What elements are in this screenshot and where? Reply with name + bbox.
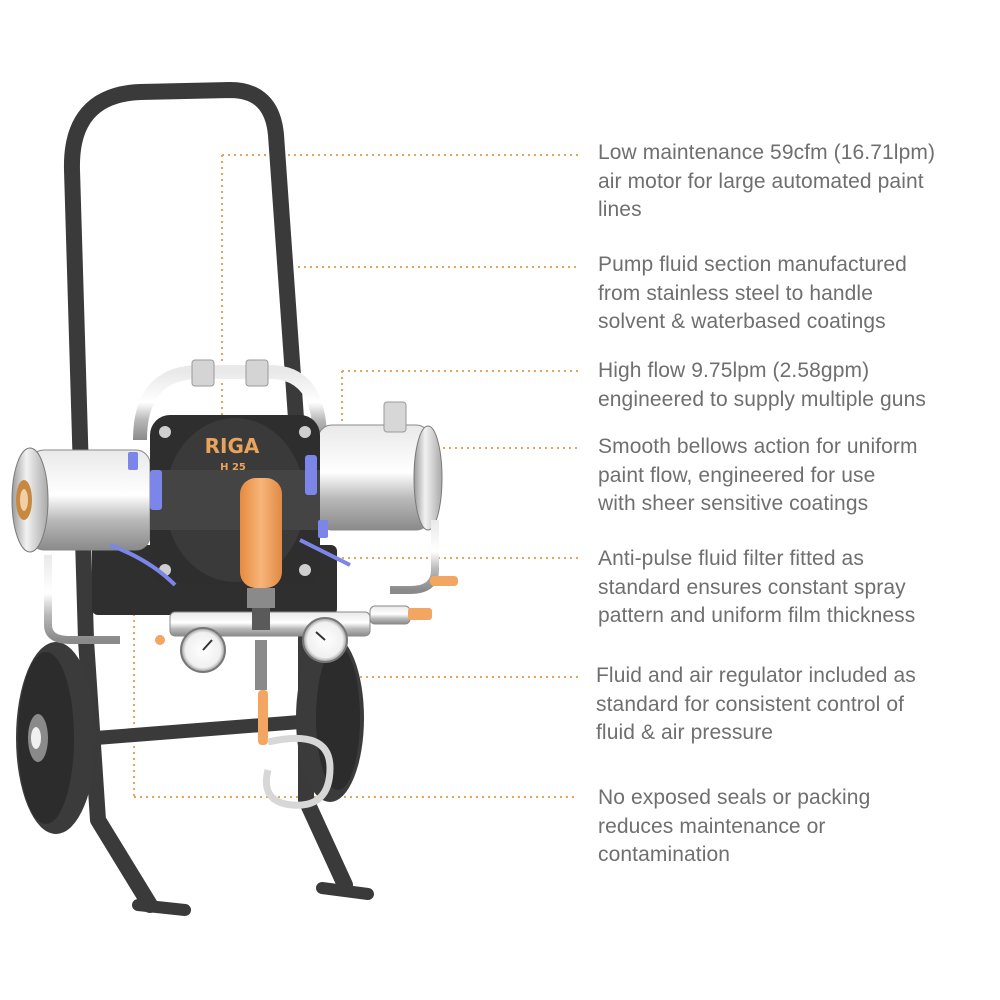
callout-high-flow: High flow 9.75lpm (2.58gpm) engineered t… [598,359,926,411]
pump-body: RIGA H 25 [150,415,320,585]
wheel-left [16,642,96,834]
regulator-manifold [155,605,432,673]
callout-no-exposed-seals: No exposed seals or packing reduces main… [598,786,871,866]
right-chamber [317,401,443,531]
callout-regulator: Fluid and air regulator included as stan… [596,664,916,744]
callout-air-motor: Low maintenance 59cfm (16.71lpm) air mot… [598,141,936,221]
callout-anti-pulse-filter: Anti-pulse fluid filter fitted as standa… [598,547,916,627]
callout-stainless-fluid-section: Pump fluid section manufactured from sta… [598,253,907,333]
left-chamber [11,447,151,553]
brand-label: RIGA [205,434,260,458]
callout-bellows-action: Smooth bellows action for uniform paint … [598,435,918,515]
outlet-hose [255,640,334,809]
blue-fittings [109,452,351,587]
model-label: H 25 [220,462,246,473]
top-manifold [133,365,327,441]
fluid-filter [240,478,282,630]
